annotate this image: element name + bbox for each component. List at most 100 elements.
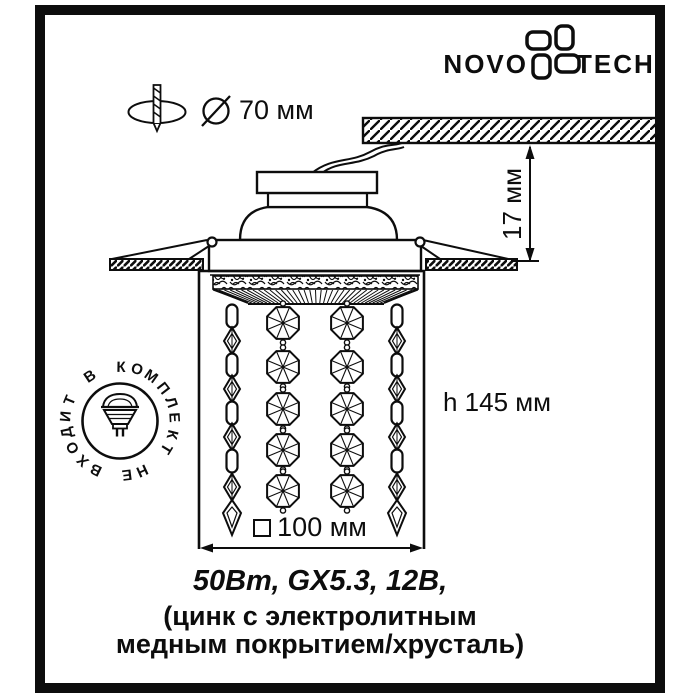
crystal-facet	[266, 490, 284, 499]
crystal-facet	[346, 408, 364, 417]
funnel-rib	[263, 289, 283, 304]
spec-line-3: медным покрытием/хрусталь)	[115, 629, 525, 659]
crystal-facet	[339, 322, 348, 340]
crystal-facet	[346, 474, 355, 492]
crystal-facet	[282, 490, 300, 499]
stamp-letter: Е	[165, 412, 183, 424]
crystal-facet	[275, 322, 284, 340]
crystal-facet	[346, 392, 355, 410]
funnel-rib	[364, 289, 390, 304]
funnel-rib	[319, 289, 322, 304]
crystal-facet	[346, 350, 355, 368]
crystal-facet	[346, 322, 364, 331]
funnel-rib	[368, 289, 396, 304]
junction-box	[255, 170, 379, 195]
crystal-facet	[282, 359, 300, 368]
funnel-rib	[280, 289, 294, 304]
crystal-facet	[266, 359, 284, 368]
funnel-rib	[252, 289, 275, 304]
height-label: h 145 мм	[443, 387, 552, 417]
crystal-facet	[282, 490, 291, 508]
funnel-rib	[380, 289, 413, 304]
brand-name-right: TECH	[576, 49, 655, 79]
funnel-rib	[326, 289, 334, 304]
funnel-rib	[224, 289, 256, 304]
crystal-facet	[282, 322, 291, 340]
crystal-facet	[346, 366, 355, 384]
crystal-facet	[339, 306, 348, 324]
crystal-facet	[339, 392, 348, 410]
cutout-diameter-label: 70 мм	[239, 95, 314, 125]
crystal-facet	[282, 315, 300, 324]
funnel-rib	[258, 289, 279, 304]
funnel-ribs	[212, 289, 419, 304]
crystal-facet	[330, 315, 348, 324]
funnel	[212, 288, 419, 305]
mounting-can	[207, 238, 423, 273]
funnel-rib	[235, 289, 264, 304]
crystal-facet	[330, 322, 348, 331]
crystal-facet	[391, 506, 403, 529]
funnel-rib	[342, 289, 356, 304]
stamp-letter: Е	[120, 465, 133, 484]
crystal-facet	[282, 306, 291, 324]
crystal-facet	[346, 306, 355, 324]
crystal-facet	[282, 442, 300, 451]
recess-depth-label: 17 мм	[497, 168, 527, 240]
drop-crystal	[221, 498, 243, 538]
crystal-facet	[266, 408, 284, 417]
crystal-facet	[339, 350, 348, 368]
spec-line-2: (цинк с электролитным	[163, 601, 477, 631]
funnel-rib	[218, 289, 252, 304]
crystal-facet	[266, 322, 284, 331]
funnel-rib	[330, 289, 339, 304]
crystal-facet	[282, 483, 300, 492]
crystal-facet	[282, 449, 291, 467]
drop-crystal	[386, 498, 408, 538]
decorative-band	[212, 275, 419, 290]
crystal-facet	[339, 408, 348, 426]
stamp-circle	[81, 382, 159, 460]
funnel-rib	[357, 289, 379, 304]
crystal-facet	[275, 408, 284, 426]
crystal-facet	[275, 306, 284, 324]
funnel-rib	[246, 289, 271, 304]
funnel-rib	[303, 289, 309, 304]
crystal-facet	[330, 366, 348, 375]
trim-ring-right	[425, 258, 518, 271]
funnel-rib	[286, 289, 298, 304]
width-label-group: 100 мм	[210, 512, 410, 543]
crystal-facet	[330, 401, 348, 410]
crystal-facet	[346, 322, 355, 340]
crystal-facet	[226, 506, 238, 529]
crystal-facet	[266, 442, 284, 451]
crystal-facet	[346, 483, 364, 492]
funnel-rib	[361, 289, 385, 304]
crystal-facet	[275, 433, 284, 451]
funnel-rib	[376, 289, 407, 304]
clip-pivot-right	[414, 236, 426, 248]
crystal-facet	[346, 315, 364, 324]
power-wire	[311, 142, 405, 174]
funnel-rib	[292, 289, 302, 304]
funnel-rib	[372, 289, 402, 304]
crystal-facet	[266, 401, 284, 410]
funnel-rib	[323, 289, 328, 304]
crystal-facet	[275, 366, 284, 384]
crystal-facet	[266, 315, 284, 324]
crystal-facet	[346, 366, 364, 375]
crystal-facet	[330, 442, 348, 451]
crystal-facet	[282, 392, 291, 410]
crystal-facet	[330, 483, 348, 492]
crystal-facet	[339, 366, 348, 384]
crystal-facet	[339, 433, 348, 451]
crystal-facet	[282, 433, 291, 451]
crystal-facet	[346, 442, 364, 451]
crystal-curtain	[221, 300, 408, 538]
drill-icon	[127, 84, 187, 134]
crystal-facet	[282, 449, 300, 458]
crystal-facet	[346, 433, 355, 451]
funnel-rib	[275, 289, 290, 304]
